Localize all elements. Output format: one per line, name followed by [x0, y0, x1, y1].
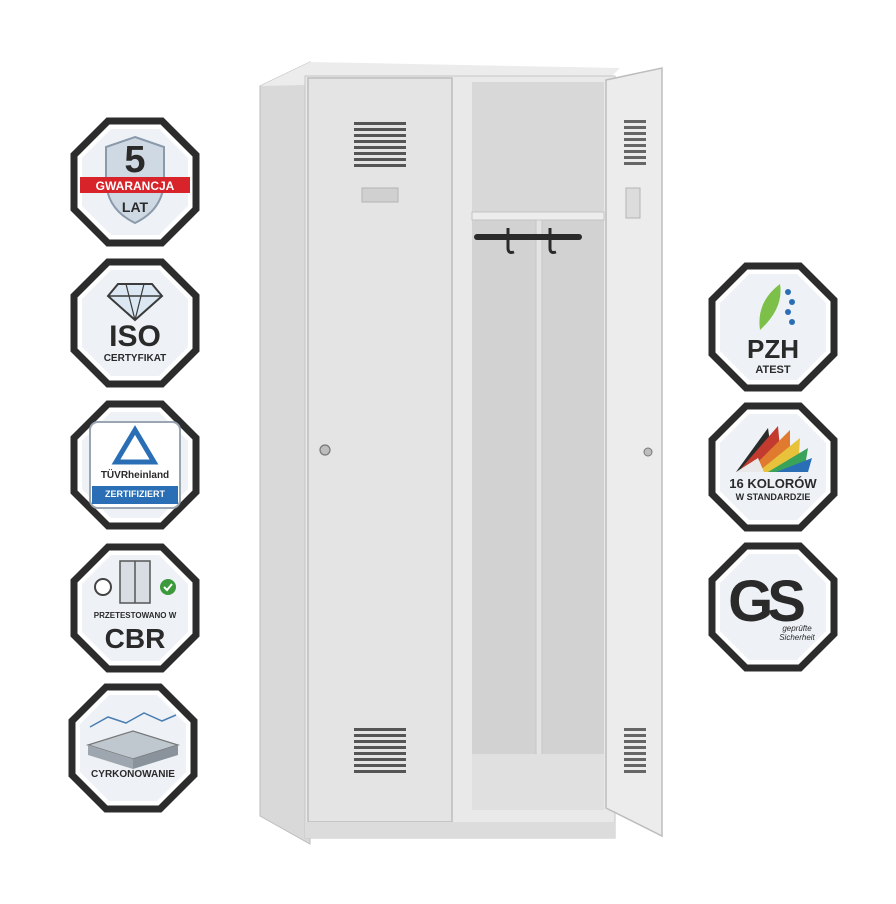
- cbr-subtitle: PRZETESTOWANO W: [93, 611, 177, 620]
- diamond-icon: [106, 283, 164, 322]
- tuv-brand: TÜVRheinland: [100, 470, 170, 481]
- tuv-certified: ZERTIFIZIERT: [105, 489, 165, 499]
- cbr-badge: PRZETESTOWANO W CBR: [70, 543, 200, 673]
- octagon-frame: [70, 117, 200, 247]
- lock-icon[interactable]: [319, 444, 331, 456]
- gs-subtitle-line1: geprüfte: [782, 624, 812, 633]
- divider: [535, 219, 543, 791]
- warranty-ribbon-label: GWARANCJA: [95, 179, 175, 193]
- vent-bottom: [354, 728, 406, 773]
- iso-title: ISO: [109, 320, 161, 353]
- right-compartment: [471, 82, 605, 810]
- octagon-frame: [70, 258, 200, 388]
- octagon-frame: [708, 262, 838, 392]
- octagon-frame: [70, 400, 200, 530]
- pzh-subtitle: ATEST: [755, 364, 791, 376]
- locker-cabinet: [259, 61, 663, 845]
- left-door[interactable]: [307, 77, 453, 823]
- vent-top: [354, 122, 406, 167]
- cbr-title: CBR: [104, 623, 166, 654]
- tuv-triangle-icon: [111, 425, 159, 465]
- zinc-subtitle: CYRKONOWANIE: [91, 769, 175, 780]
- octagon-frame: [708, 402, 838, 532]
- tuv-badge: TÜVRheinland ZERTIFIZIERT: [70, 400, 200, 530]
- iso-badge: ISO CERTYFIKAT: [70, 258, 200, 388]
- colors-subtitle: W STANDARDZIE: [735, 492, 811, 502]
- door-lock-icon[interactable]: [643, 447, 653, 457]
- warranty-unit: LAT: [121, 199, 149, 215]
- door-vent-top: [624, 120, 646, 165]
- octagon-frame: [708, 542, 838, 672]
- gs-badge: GS geprüfte Sicherheit: [708, 542, 838, 672]
- label-holder: [361, 187, 399, 203]
- ribbon: [80, 177, 190, 193]
- leaf-dna-icon: [759, 284, 795, 330]
- door-vent-bottom: [624, 728, 646, 773]
- gs-title: GS: [728, 569, 806, 634]
- iso-subtitle: CERTYFIKAT: [103, 353, 167, 364]
- check-icon: [160, 579, 176, 595]
- colors-badge: 16 KOLORÓW W STANDARDZIE: [708, 402, 838, 532]
- locker-icon: [119, 560, 151, 604]
- colors-title: 16 KOLORÓW: [729, 476, 817, 491]
- hanger-rail: [474, 234, 582, 240]
- pzh-title: PZH: [747, 334, 799, 364]
- pzh-badge: PZH ATEST: [708, 262, 838, 392]
- hook-icon: [506, 228, 515, 254]
- door-label-holder: [625, 187, 641, 219]
- octagon-frame: [70, 543, 200, 673]
- coating-layers-icon: [85, 712, 181, 769]
- hook-icon: [548, 228, 557, 254]
- warranty-number: 5: [124, 139, 146, 181]
- warranty-badge: 5 GWARANCJA LAT: [70, 117, 200, 247]
- zinc-badge: CYRKONOWANIE: [68, 683, 198, 813]
- octagon-frame: [68, 683, 198, 813]
- magnifier-icon: [94, 578, 112, 596]
- color-fan-icon: [736, 426, 812, 472]
- shelf: [471, 211, 605, 221]
- gs-subtitle-line2: Sicherheit: [779, 633, 815, 642]
- right-door[interactable]: [605, 67, 663, 838]
